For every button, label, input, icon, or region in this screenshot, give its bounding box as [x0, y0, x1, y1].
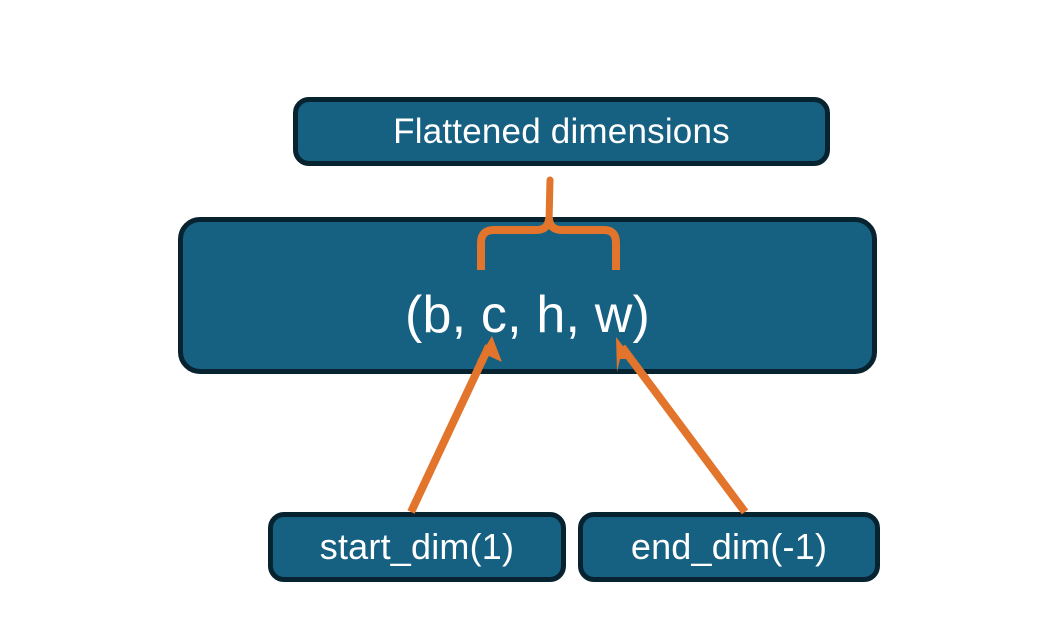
flattened-dimensions-box[interactable]: Flattened dimensions: [293, 97, 830, 166]
start-dim-box[interactable]: start_dim(1): [268, 512, 566, 582]
brace-pointer-spike: [545, 176, 554, 226]
end-dim-box[interactable]: end_dim(-1): [578, 512, 880, 582]
end-dim-label: end_dim(-1): [630, 526, 828, 567]
start-dim-label: start_dim(1): [319, 526, 515, 567]
tensor-shape-box[interactable]: (b, c, h, w): [178, 217, 877, 374]
tensor-shape-label: (b, c, h, w): [404, 286, 651, 344]
flattened-dimensions-label: Flattened dimensions: [393, 111, 730, 151]
